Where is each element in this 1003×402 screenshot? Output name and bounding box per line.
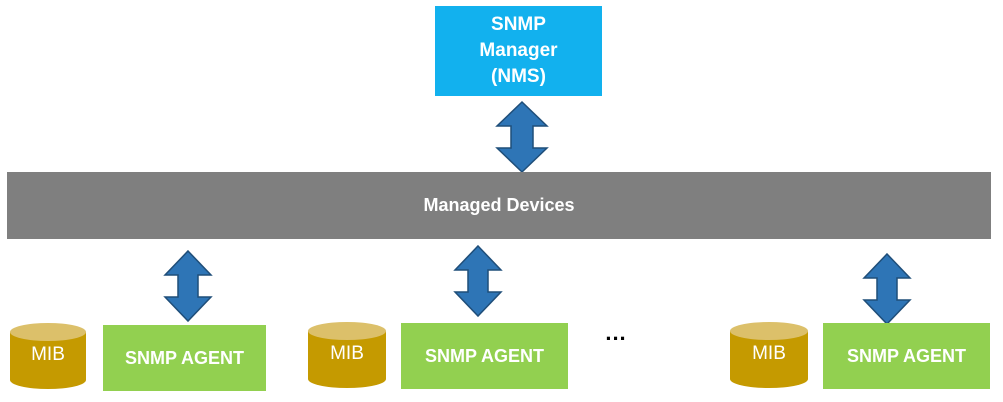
database-cylinder-icon (10, 323, 86, 389)
more-devices-ellipsis: ... (605, 320, 627, 345)
manager-line-1: SNMP (491, 14, 546, 35)
snmp-agent-3-label: SNMP AGENT (846, 345, 966, 366)
managed-devices-label: Managed Devices (423, 195, 575, 215)
database-cylinder-icon (308, 322, 386, 388)
snmp-agent-1-box: SNMP AGENT (103, 325, 266, 391)
snmp-agent-2-label: SNMP AGENT (424, 345, 544, 366)
manager-bidirectional-arrow-icon (495, 100, 549, 174)
mib-3-database-icon: MIB (728, 321, 810, 389)
manager-line-2: Manager (479, 40, 558, 61)
snmp-agent-3-box: SNMP AGENT (823, 323, 990, 389)
mib-2-database-icon: MIB (306, 321, 388, 389)
snmp-agent-2-box: SNMP AGENT (401, 323, 568, 389)
snmp-agent-1-label: SNMP AGENT (124, 347, 244, 368)
mib-1-database-icon: MIB (8, 322, 88, 390)
mib-1-label: MIB (31, 344, 65, 365)
mib-2-label: MIB (330, 343, 364, 364)
device-1-bidirectional-arrow-icon (163, 249, 213, 323)
device-3-bidirectional-arrow-icon (862, 252, 912, 326)
snmp-manager-box: SNMP Manager (NMS) (435, 6, 602, 96)
database-cylinder-icon (730, 322, 808, 388)
manager-line-3: (NMS) (491, 66, 546, 87)
managed-devices-bar: Managed Devices (7, 172, 991, 239)
mib-3-label: MIB (752, 343, 786, 364)
device-2-bidirectional-arrow-icon (453, 244, 503, 318)
